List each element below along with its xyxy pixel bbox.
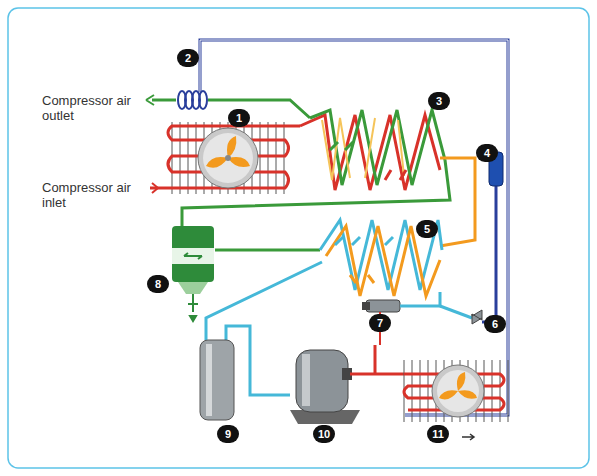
bypass-valve: [362, 292, 472, 345]
callout-number: 3: [428, 92, 450, 110]
callout-number: 11: [427, 425, 449, 443]
heat-coil: [178, 91, 207, 109]
callout-number: 2: [177, 49, 199, 67]
port-label: Compressor air inlet: [42, 180, 137, 210]
callout-number: 1: [228, 109, 250, 127]
water-separator: [172, 226, 214, 321]
refrigerant-pipe: [206, 262, 322, 340]
refrigerant-compressor: [290, 350, 360, 424]
air-pipe: [208, 100, 310, 118]
air-pipe: [182, 160, 450, 228]
air-pipe: [152, 99, 176, 102]
callout-number: 5: [416, 220, 438, 238]
refrigerant-pipe: [200, 40, 508, 415]
condenser: [402, 360, 514, 440]
port-label: Compressor air outlet: [42, 93, 137, 123]
gas-liquid-separator: [200, 340, 234, 420]
air-pipe: [150, 187, 170, 190]
air-cooler: [168, 122, 300, 194]
air-heat-exchanger: [300, 115, 440, 190]
callout-number: 4: [476, 144, 498, 162]
expansion-valve: [472, 310, 482, 324]
callout-number: 8: [147, 275, 169, 293]
callout-number: 7: [369, 314, 391, 332]
refrigerant-pipe: [350, 345, 404, 374]
callout-number: 6: [484, 315, 506, 333]
callout-number: 9: [217, 425, 239, 443]
callout-number: 10: [313, 425, 335, 443]
frame: [8, 8, 589, 468]
